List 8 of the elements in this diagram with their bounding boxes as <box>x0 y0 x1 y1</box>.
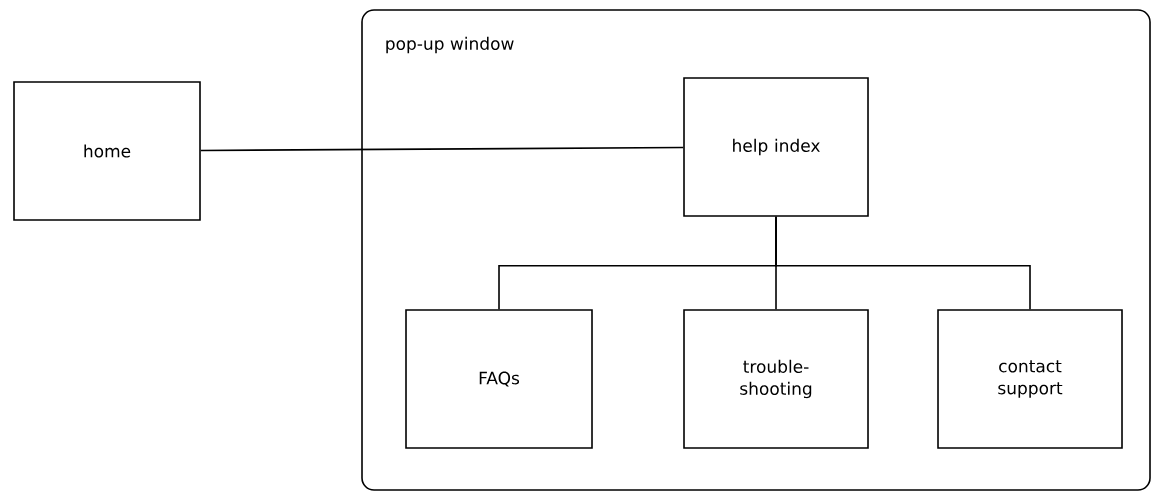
page-box: contact support <box>937 309 1123 449</box>
page-box: trouble-shooting <box>683 309 869 449</box>
window-title: pop-up window <box>386 36 514 54</box>
connector-line <box>200 146 684 152</box>
page-box: home <box>13 81 201 221</box>
connector-line <box>775 216 1031 310</box>
page-box: help index <box>683 77 869 217</box>
page-box: FAQs <box>405 309 593 449</box>
